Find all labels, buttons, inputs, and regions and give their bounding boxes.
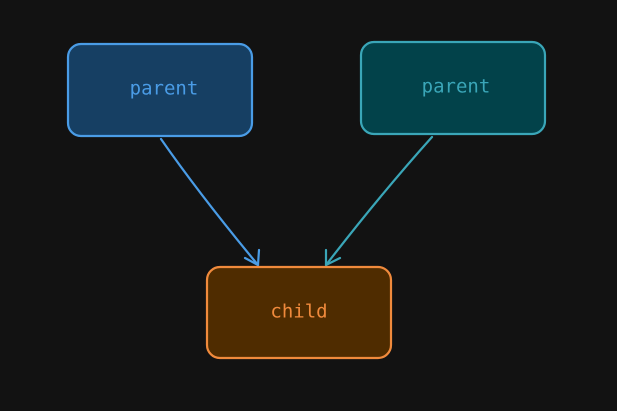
node-child-label: child — [270, 301, 327, 323]
edge-parent-right-to-child — [324, 135, 434, 267]
node-parent-left-label: parent — [130, 78, 199, 100]
node-parent-right[interactable]: parent — [359, 40, 547, 136]
edge-parent-left-to-child — [159, 137, 261, 267]
node-parent-left[interactable]: parent — [66, 42, 254, 138]
node-parent-right-label: parent — [422, 76, 491, 98]
node-child[interactable]: child — [205, 265, 393, 360]
